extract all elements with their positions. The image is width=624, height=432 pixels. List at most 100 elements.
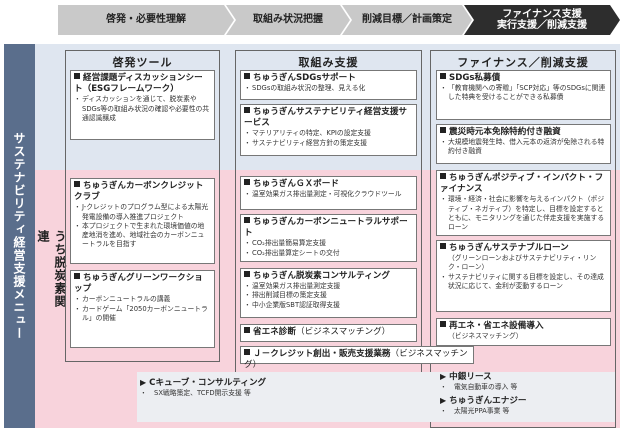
triangle-icon: ▶ (440, 396, 447, 405)
item-title-text: SDGs私募債 (449, 73, 501, 83)
item-title: ▶ 中銀リース (440, 372, 610, 383)
esg-sheet: 経営課題ディスカッションシート（ESGフレームワーク） ディスカッションを通じて… (70, 70, 215, 140)
cn-support: ちゅうぎんカーボンニュートラルサポート CO₂排出量簡易算定支援 CO₂排出量算… (240, 214, 417, 262)
chevron-label: 啓発・必要性理解 (106, 14, 186, 26)
item-bullet: マテリアリティの特定、KPIの設定支援 (244, 129, 413, 138)
positive-impact-finance: ちゅうぎんポジティブ・インパクト・ファイナンス 環境・経済・社会に影響を与えるイ… (436, 170, 611, 236)
item-title: SDGs私募債 (440, 73, 607, 84)
item-title: ちゅうぎんポジティブ・インパクト・ファイナンス (440, 173, 607, 195)
item-bullet: 中小企業版SBT認証取得支援 (244, 301, 413, 310)
triangle-icon: ▶ (140, 378, 147, 387)
item-bullet: 環境・経済・社会に影響を与えるインパクト（ポジティブ・ネガティブ）を特定し、目標… (440, 195, 607, 232)
jcredit-support: Ｊ－クレジット創出・販売支援業務（ビジネスマッチング） (240, 346, 474, 370)
item-title: ちゅうぎんサステナビリティ経営支援サービス (244, 107, 413, 129)
square-icon (74, 273, 80, 279)
square-icon (74, 73, 80, 79)
square-icon (244, 179, 250, 185)
renewable-equipment: 再エネ・省エネ設備導入 （ビジネスマッチング） (436, 318, 611, 346)
square-icon (440, 243, 446, 249)
item-title: ちゅうぎんカーボンクレジットクラブ (74, 181, 211, 203)
item-bullet: 排出削減目標の策定支援 (244, 291, 413, 300)
item-title-text: 中銀リース (449, 372, 492, 382)
item-title-text: ちゅうぎんカーボンクレジットクラブ (74, 181, 204, 203)
sdgs-support: ちゅうぎんSDGsサポート SDGsの取組み状況の整理、見える化 (240, 70, 417, 100)
sustainable-loan: ちゅうぎんサステナブルローン （グリーンローンおよびサステナビリティ・リンク・ロ… (436, 240, 611, 312)
item-title-text: ちゅうぎんSDGsサポート (253, 73, 356, 83)
item-bullet: CO₂排出量算定シートの交付 (244, 249, 413, 258)
square-icon (440, 173, 446, 179)
triangle-icon: ▶ (440, 372, 447, 381)
item-bullet: カードゲーム「2050カーボンニュートラル」の開催 (74, 305, 211, 323)
item-title: ちゅうぎんサステナブルローン (440, 243, 607, 254)
column-title: 啓発ツール (112, 56, 173, 69)
item-title: ▶ Cキューブ・コンサルティング (140, 378, 300, 389)
item-bullet: サステナビリティに関する目標を設定し、その達成状況に応じて、金利が変動するローン (440, 273, 607, 291)
item-title: ちゅうぎんグリーンワークショップ (74, 273, 211, 295)
item-bullet: CO₂排出量簡易算定支援 (244, 239, 413, 248)
cqube-consulting: ▶ Cキューブ・コンサルティング SX戦略策定、TCFD開示支援 等 (140, 378, 300, 399)
square-icon (244, 327, 250, 333)
chevron-awareness: 啓発・必要性理解 (58, 5, 234, 35)
gx-board: ちゅうぎんＧＸボード 温室効果ガス排出量測定・可視化クラウドツール (240, 176, 417, 210)
carbon-credit-club: ちゅうぎんカーボンクレジットクラブ J-クレジットのプログラム型による太陽光発電… (70, 178, 215, 264)
decarbon-label: うち脱炭素関連 (36, 230, 67, 308)
disaster-loan: 震災時元本免除特約付き融資 大規模地震発生時、借入元本の返済が免除される特約付き… (436, 124, 611, 164)
item-title: ちゅうぎんSDGsサポート (244, 73, 413, 84)
item-title: 経営課題ディスカッションシート（ESGフレームワーク） (74, 73, 211, 95)
left-menu-label: サステナビリティ経営支援メニュー (4, 44, 35, 428)
item-title: 再エネ・省エネ設備導入 (440, 321, 607, 332)
item-title-text: Cキューブ・コンサルティング (149, 378, 267, 388)
item-title: ちゅうぎん脱炭素コンサルティング (244, 271, 413, 282)
chevron-finance: ファイナンス支援 実行支援／削減支援 (464, 5, 620, 35)
square-icon (440, 73, 446, 79)
item-title: ちゅうぎんＧＸボード (244, 179, 413, 190)
item-bullet: SDGsの取組み状況の整理、見える化 (244, 84, 413, 93)
item-bullet: SX戦略策定、TCFD開示支援 等 (140, 389, 300, 398)
item-bullet: ディスカッションを通じて、脱炭素やSDGs等の取組み状況の確認や必要性の共通認識… (74, 95, 211, 123)
item-title-text: Ｊ－クレジット創出・販売支援業務 (253, 349, 391, 359)
item-title-text: ちゅうぎんサステナビリティ経営支援サービス (244, 107, 408, 129)
item-bullet: 本プロジェクトで生まれた環境価値の地産地消を進め、地域社会のカーボンニュートラル… (74, 222, 211, 250)
item-title: ▶ ちゅうぎんエナジー (440, 396, 610, 407)
square-icon (440, 127, 446, 133)
item-title-text: ちゅうぎんポジティブ・インパクト・ファイナンス (440, 173, 604, 195)
column-tools: 啓発ツール (65, 50, 220, 362)
item-title-text: ちゅうぎんＧＸボード (253, 179, 339, 189)
item-title-text: 経営課題ディスカッションシート（ESGフレームワーク） (74, 73, 203, 95)
item-bullet: 温室効果ガス排出量測定・可視化クラウドツール (244, 190, 413, 199)
square-icon (74, 181, 80, 187)
chevron-status: 取組み状況把握 (226, 5, 350, 35)
item-title-text: 再エネ・省エネ設備導入 (449, 321, 544, 331)
item-title-text: ちゅうぎんサステナブルローン (449, 243, 569, 253)
chevron-target: 削減目標／計画策定 (342, 5, 472, 35)
square-icon (244, 271, 250, 277)
item-note: （ビジネスマッチング） (448, 332, 523, 341)
item-title-text: ちゅうぎんエナジー (449, 396, 527, 406)
square-icon (440, 321, 446, 327)
green-workshop: ちゅうぎんグリーンワークショップ カーボンニュートラルの講義 カードゲーム「20… (70, 270, 215, 348)
item-title-text: ちゅうぎんカーボンニュートラルサポート (244, 217, 408, 239)
chevron-label: 削減目標／計画策定 (362, 14, 452, 26)
item-bullet: 太陽光PPA事業 等 (440, 407, 610, 416)
item-bullet: 温室効果ガス排出量測定支援 (244, 282, 413, 291)
item-note: （ビジネスマッチング） (244, 349, 468, 371)
chevron-label: 取組み状況把握 (253, 14, 323, 26)
column-finance: ファイナンス／削減支援 (430, 50, 616, 428)
chugin-energy: ▶ ちゅうぎんエナジー 太陽光PPA事業 等 (440, 396, 610, 417)
column-title: 取組み支援 (298, 56, 359, 69)
chevron-label: ファイナンス支援 実行支援／削減支援 (497, 8, 587, 31)
item-title-text: 震災時元本免除特約付き融資 (449, 127, 561, 137)
square-icon (244, 107, 250, 113)
item-bullet: （グリーンローンおよびサステナビリティ・リンク・ローン） (448, 254, 597, 272)
item-title-text: 省エネ診断 (253, 327, 296, 337)
item-title: Ｊ－クレジット創出・販売支援業務（ビジネスマッチング） (244, 349, 470, 371)
item-bullet: カーボンニュートラルの講義 (74, 295, 211, 304)
item-title: ちゅうぎんカーボンニュートラルサポート (244, 217, 413, 239)
item-bullet: 大規模地震発生時、借入元本の返済が免除される特約付き融資 (440, 138, 607, 156)
item-title-text: ちゅうぎんグリーンワークショップ (74, 273, 203, 295)
item-bullet: サステナビリティ経営方針の策定支援 (244, 139, 413, 148)
item-title: 震災時元本免除特約付き融資 (440, 127, 607, 138)
chugin-lease: ▶ 中銀リース 電気自動車の導入 等 (440, 372, 610, 393)
sustainability-support: ちゅうぎんサステナビリティ経営支援サービス マテリアリティの特定、KPIの設定支… (240, 104, 417, 156)
square-icon (244, 73, 250, 79)
